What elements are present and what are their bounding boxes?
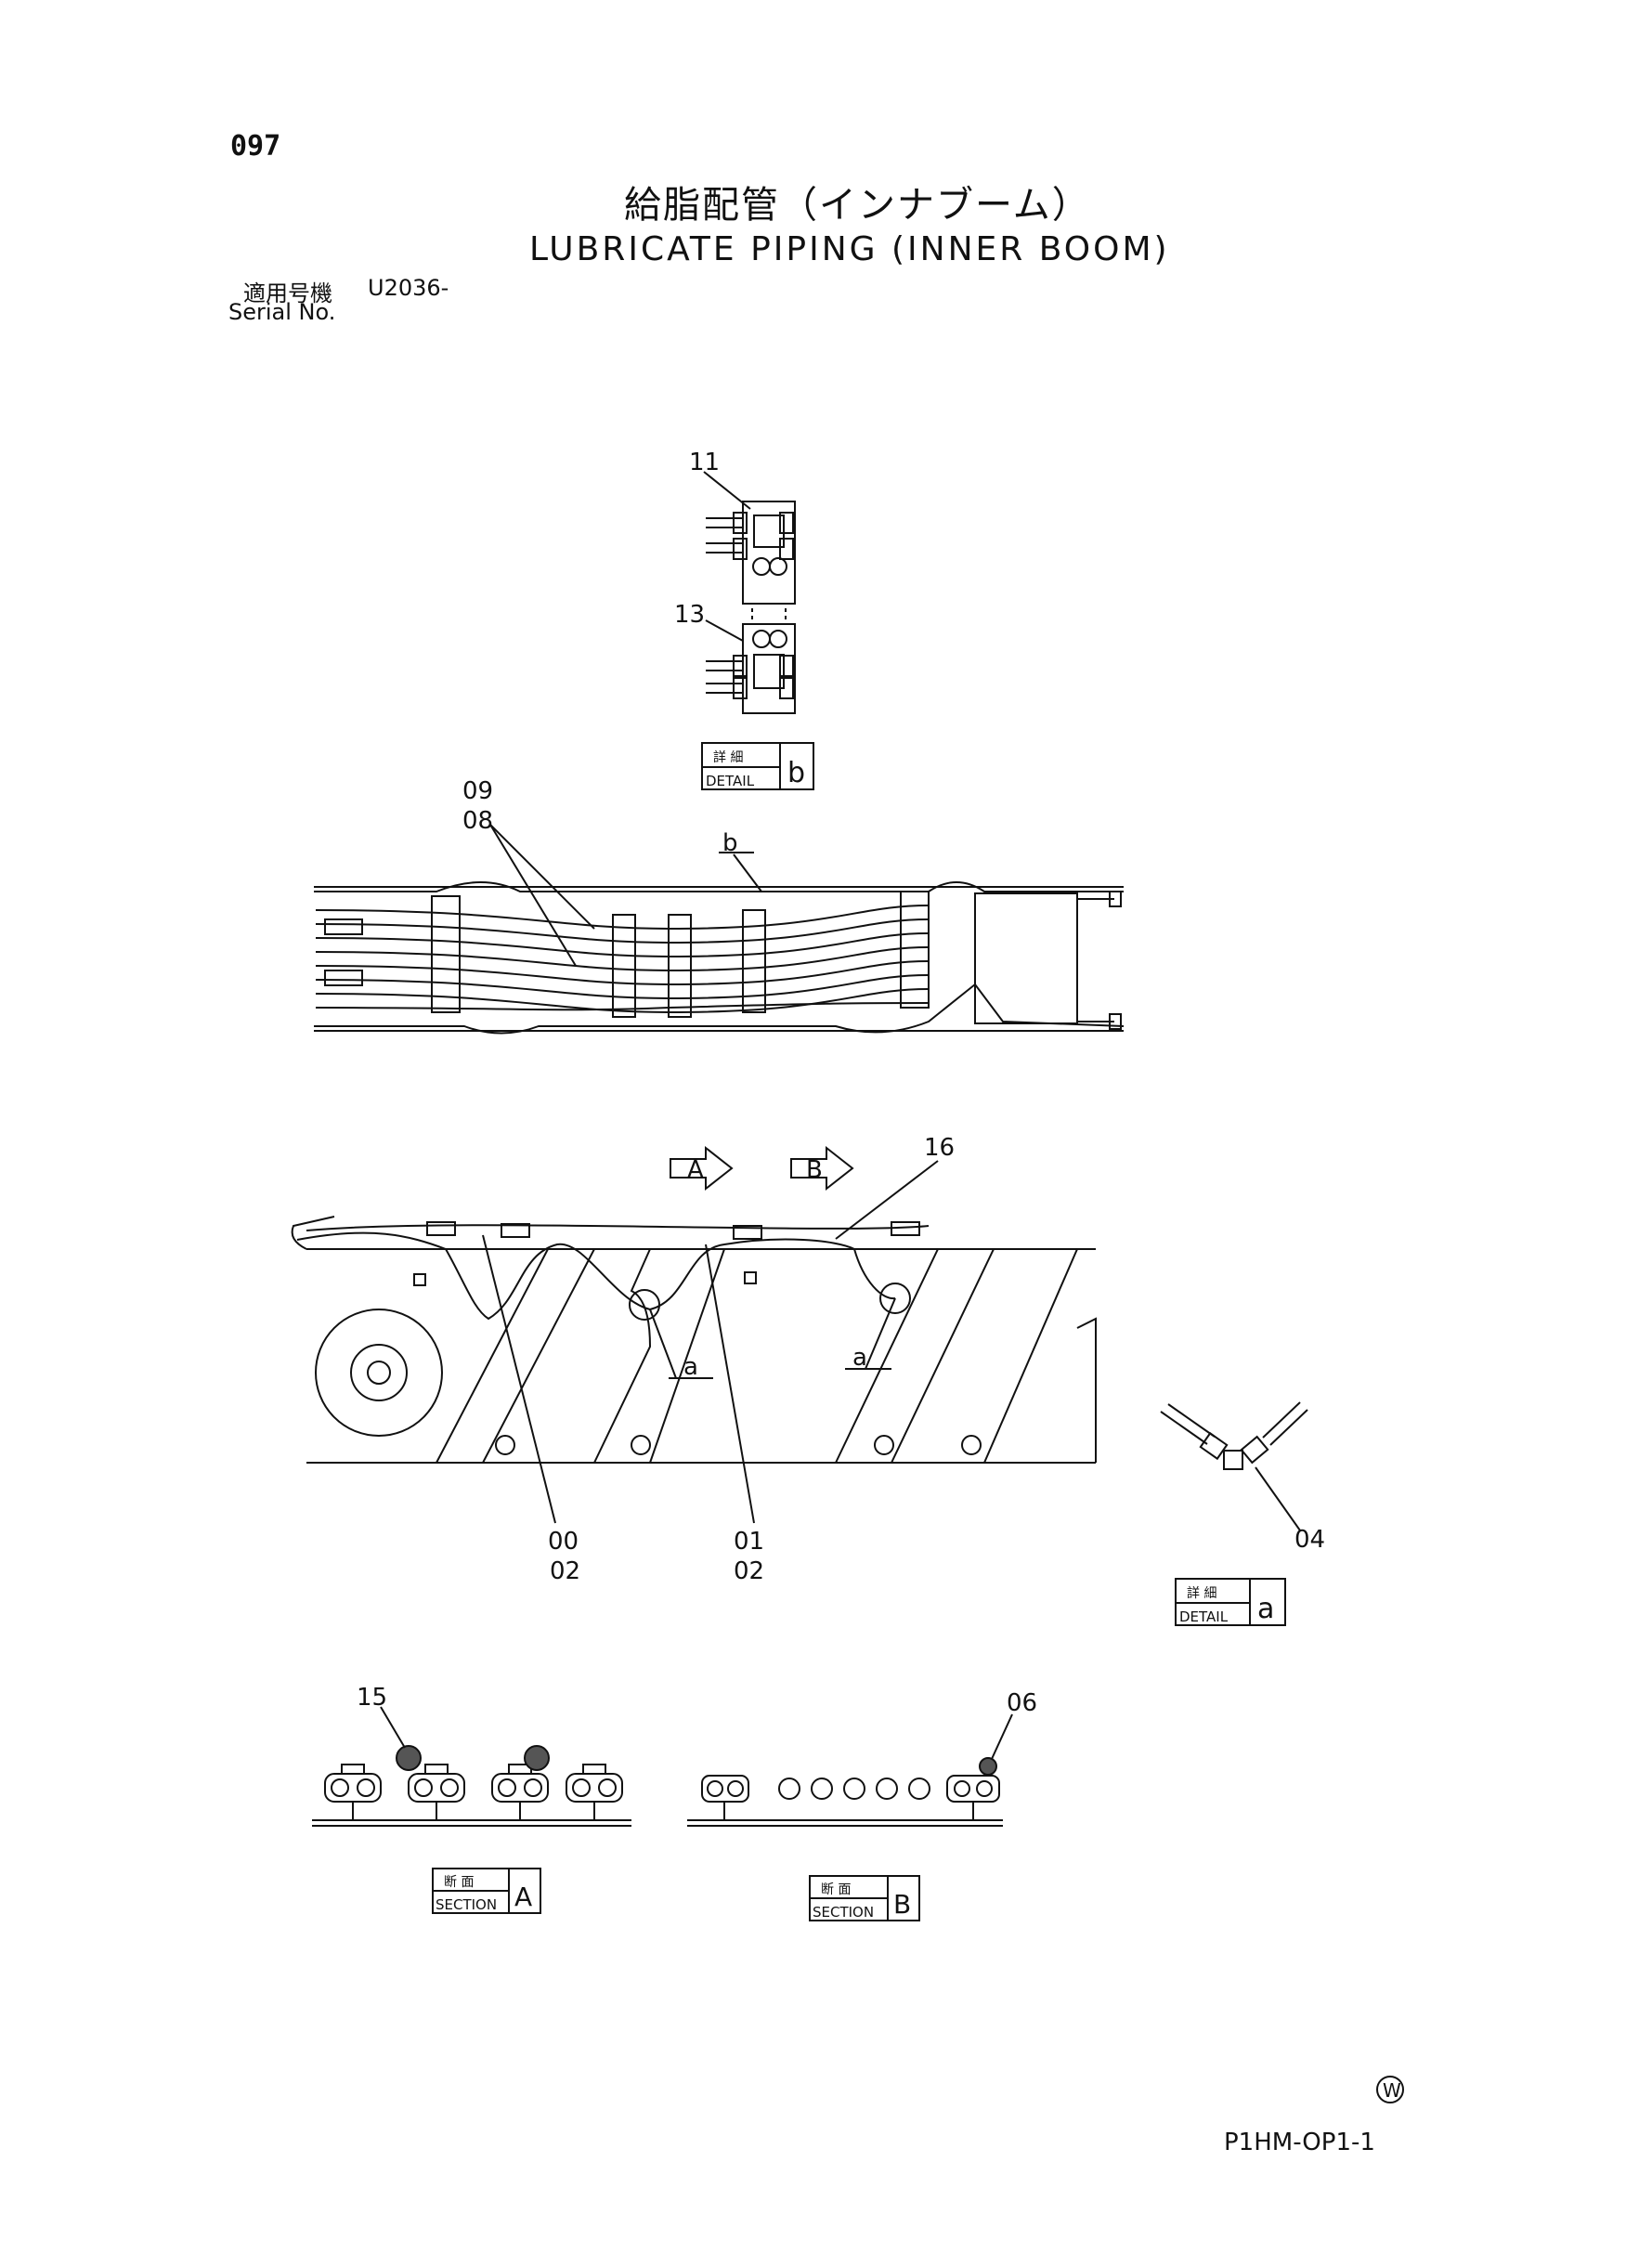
section-b-letter: B bbox=[893, 1889, 911, 1920]
serial-value: U2036- bbox=[368, 275, 449, 301]
registered-mark-circle bbox=[1376, 2076, 1404, 2103]
view-letter-B: B bbox=[806, 1156, 823, 1184]
part-number-08: 08 bbox=[462, 807, 493, 835]
part-number-16: 16 bbox=[924, 1134, 955, 1162]
part-number-13: 13 bbox=[674, 601, 705, 629]
part-number-02-b: 02 bbox=[734, 1557, 764, 1585]
section-a-jp: 断 面 bbox=[444, 1875, 474, 1890]
detail-a-en: DETAIL bbox=[1179, 1608, 1229, 1625]
detail-b-jp: 詳 細 bbox=[713, 750, 743, 765]
boom-plan-view bbox=[314, 824, 1125, 1035]
drawing-code: P1HM-OP1-1 bbox=[1224, 2129, 1375, 2156]
part-number-09: 09 bbox=[462, 777, 493, 805]
part-number-00: 00 bbox=[548, 1528, 579, 1556]
detail-a-jp: 詳 細 bbox=[1187, 1586, 1216, 1601]
part-number-04: 04 bbox=[1294, 1526, 1325, 1554]
detail-b-en: DETAIL bbox=[706, 773, 755, 789]
view-letter-A: A bbox=[687, 1156, 704, 1184]
section-a-letter: A bbox=[514, 1882, 532, 1912]
section-b-jp: 断 面 bbox=[821, 1882, 851, 1897]
detail-b-letter: b bbox=[787, 757, 805, 789]
section-b-box bbox=[809, 1875, 920, 1921]
view-letter-b: b bbox=[722, 829, 738, 857]
detail-a-box bbox=[1175, 1578, 1286, 1626]
detail-a-letter: a bbox=[1257, 1593, 1274, 1625]
section-b-en: SECTION bbox=[813, 1904, 874, 1921]
title-english: LUBRICATE PIPING (INNER BOOM) bbox=[529, 230, 1170, 268]
section-b-drawing bbox=[687, 1713, 1013, 1827]
detail-b-drawing bbox=[703, 471, 796, 714]
detail-a-drawing bbox=[1160, 1401, 1308, 1531]
section-a-box bbox=[432, 1868, 541, 1914]
part-number-01: 01 bbox=[734, 1528, 764, 1556]
part-number-11: 11 bbox=[689, 449, 720, 476]
detail-b-box bbox=[701, 742, 814, 790]
page-number: 097 bbox=[230, 130, 281, 163]
title-japanese: 給脂配管（インナブーム） bbox=[624, 184, 1091, 227]
registered-mark-letter: W bbox=[1383, 2079, 1401, 2102]
section-a-en: SECTION bbox=[436, 1896, 497, 1913]
part-number-15: 15 bbox=[357, 1684, 387, 1712]
view-letter-a-1: a bbox=[683, 1353, 698, 1381]
view-letter-a-2: a bbox=[852, 1344, 867, 1372]
serial-label-english: Serial No. bbox=[228, 299, 336, 325]
serial-label-japanese: 適用号機 bbox=[243, 280, 332, 306]
section-a-drawing bbox=[312, 1706, 631, 1827]
part-number-02: 02 bbox=[550, 1557, 580, 1585]
part-number-06: 06 bbox=[1007, 1689, 1037, 1717]
boom-side-view bbox=[291, 1145, 1097, 1524]
